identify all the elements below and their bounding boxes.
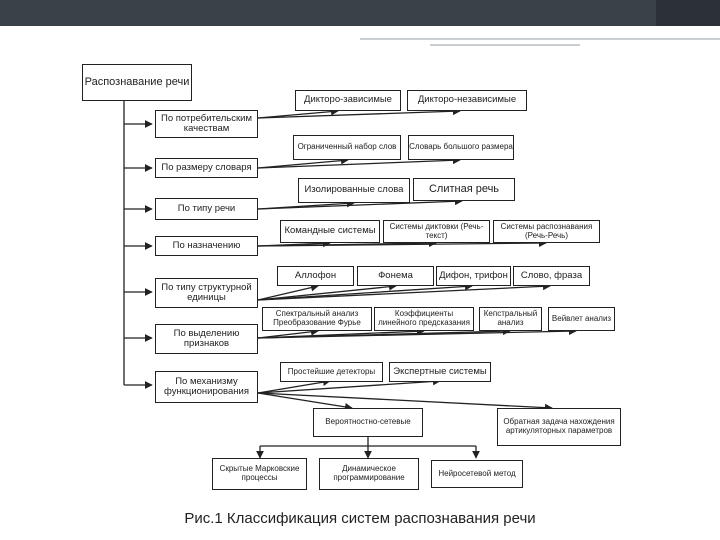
node-recognition-systems: Системы распознавания (Речь-Речь) <box>493 220 600 243</box>
connector <box>257 327 319 339</box>
node-speaker-independent: Дикторо-независимые <box>407 90 527 111</box>
node-dictation-systems: Системы диктовки (Речь-текст) <box>383 220 490 243</box>
connector <box>257 156 461 169</box>
node-hidden-markov: Скрытые Марковские процессы <box>212 458 307 490</box>
category-mechanism: По механизму функционирования <box>155 371 258 403</box>
node-word-phrase: Слово, фраза <box>513 266 590 286</box>
connector <box>257 392 553 412</box>
category-consumer: По потребительским качествам <box>155 110 258 138</box>
node-lpc: Коэффициенты линейного предсказания <box>374 307 474 331</box>
category-vocabulary: По размеру словаря <box>155 158 258 178</box>
node-allophone: Аллофон <box>277 266 354 286</box>
figure-caption: Рис.1 Классификация систем распознавания… <box>184 510 536 527</box>
category-features: По выделению признаков <box>155 324 258 354</box>
decorative-line <box>430 44 580 46</box>
decorative-line <box>360 38 720 40</box>
connector <box>257 282 397 301</box>
node-large-vocab: Словарь большого размера <box>408 135 514 160</box>
connector <box>257 377 441 394</box>
connector <box>257 197 463 210</box>
connector <box>257 239 547 247</box>
node-dynamic-programming: Динамическое программирование <box>319 458 419 490</box>
connector <box>257 327 577 339</box>
category-speech-type: По типу речи <box>155 198 258 220</box>
node-command-systems: Командные системы <box>280 220 380 243</box>
node-limited-vocab: Ограниченный набор слов <box>293 135 401 160</box>
root-node: Распознавание речи <box>82 64 192 101</box>
top-bar <box>0 0 720 26</box>
node-simple-detectors: Простейшие детекторы <box>280 362 383 382</box>
node-probabilistic-network: Вероятностно-сетевые <box>313 408 423 437</box>
connector <box>257 107 461 119</box>
top-bar-accent <box>656 0 720 26</box>
category-purpose: По назначению <box>155 236 258 256</box>
category-unit: По типу структурной единицы <box>155 278 258 308</box>
node-spectral-analysis: Спектральный анализ Преобразование Фурье <box>262 307 372 331</box>
connector <box>257 392 353 411</box>
node-speaker-dependent: Дикторо-зависимые <box>295 90 401 111</box>
node-diphone: Дифон, трифон <box>436 266 511 286</box>
node-cepstral: Кепстральный анализ <box>479 307 542 331</box>
node-expert-systems: Экспертные системы <box>389 362 491 382</box>
node-wavelet: Вейвлет анализ <box>548 307 615 331</box>
node-phoneme: Фонема <box>357 266 434 286</box>
connector <box>257 156 349 169</box>
node-inverse-task: Обратная задача нахождения артикуляторны… <box>497 408 621 446</box>
connector <box>257 107 339 119</box>
connector <box>257 283 319 301</box>
node-neural-network: Нейросетевой метод <box>431 460 523 488</box>
connector <box>257 282 551 301</box>
node-continuous-speech: Слитная речь <box>413 178 515 201</box>
connector <box>257 378 331 394</box>
node-isolated-words: Изолированные слова <box>298 178 410 203</box>
